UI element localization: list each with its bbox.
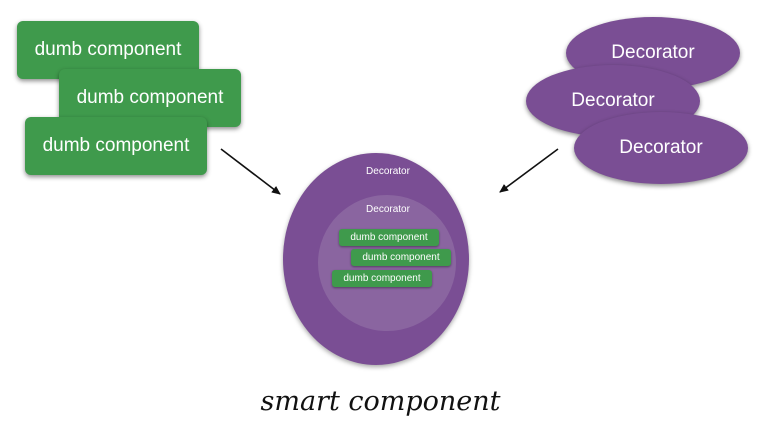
inner-dumb-component: dumb component xyxy=(339,229,439,246)
dumb-component-box: dumb component xyxy=(25,117,207,175)
inner-dumb-component: dumb component xyxy=(351,249,451,266)
arrow-left-to-smart xyxy=(220,148,281,195)
inner-decorator-label: Decorator xyxy=(366,204,410,215)
outer-decorator-label: Decorator xyxy=(366,166,410,177)
inner-dumb-component: dumb component xyxy=(332,270,432,287)
smart-component-caption: smart component xyxy=(260,386,501,417)
arrow-right-to-smart xyxy=(499,148,559,193)
decorator-ellipse: Decorator xyxy=(574,112,748,184)
